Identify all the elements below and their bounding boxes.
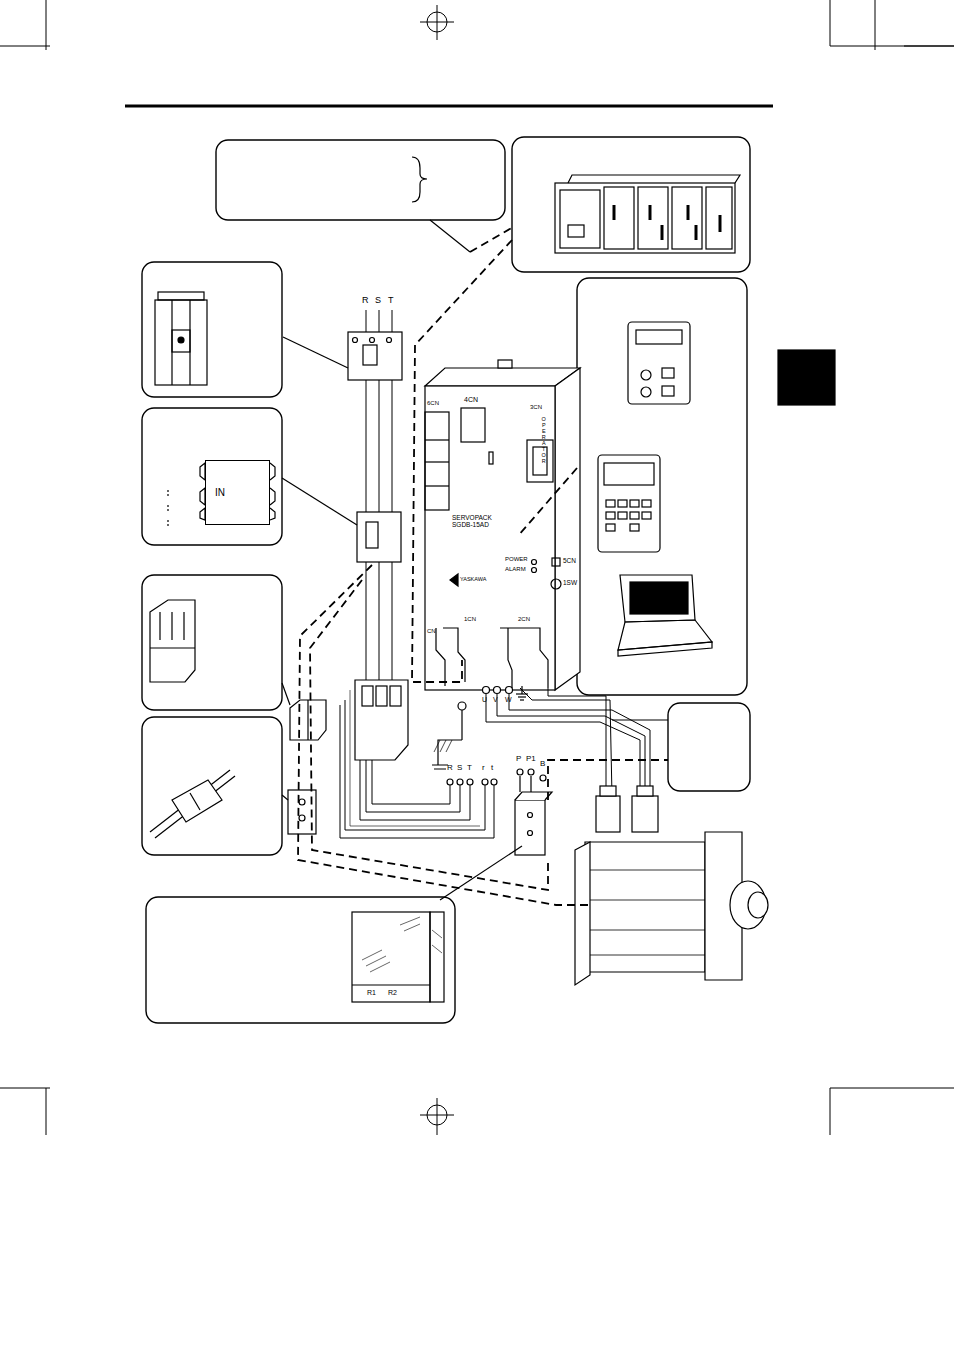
panel-label: SERVOPACK SGDB-15AD — [452, 514, 498, 528]
panel-label: ALARM — [505, 566, 526, 573]
panel-label: 1SW — [563, 579, 577, 586]
panel-label: CN — [427, 628, 436, 635]
panel-label: 1CN — [464, 616, 476, 623]
terminal-label: T — [467, 764, 472, 773]
terminal-label: S — [375, 296, 381, 306]
terminal-label: r — [482, 764, 485, 773]
terminal-label: T — [388, 296, 394, 306]
panel-label: 3CN — [530, 404, 542, 411]
terminal-label: R — [447, 764, 453, 773]
panel-label: 2CN — [518, 616, 530, 623]
terminal-label: W — [505, 696, 512, 704]
servopack-housing: 6CN 4CN 3CN OPERATOR SERVOPACK SGDB-15AD POWE… — [420, 370, 582, 690]
panel-label: 6CN — [427, 400, 439, 407]
panel-label: YASKAWA — [460, 576, 486, 582]
panel-label: 5CN — [563, 557, 576, 564]
terminal-label: U — [482, 696, 487, 704]
panel-label: OPERATOR — [541, 416, 547, 464]
terminal-label: P1 — [526, 755, 536, 764]
terminal-label: t — [491, 764, 493, 773]
panel-label: IN — [215, 487, 225, 498]
terminal-label: R1 — [367, 989, 376, 997]
terminal-label: B — [540, 760, 545, 769]
terminal-label: R — [362, 296, 369, 306]
noise-filter-box: IN — [205, 460, 270, 525]
terminal-label: S — [457, 764, 462, 773]
terminal-label: V — [493, 696, 498, 704]
terminal-label: R2 — [388, 989, 397, 997]
panel-label: 4CN — [464, 396, 478, 404]
terminal-label: P — [516, 755, 521, 764]
panel-label: POWER — [505, 556, 528, 563]
